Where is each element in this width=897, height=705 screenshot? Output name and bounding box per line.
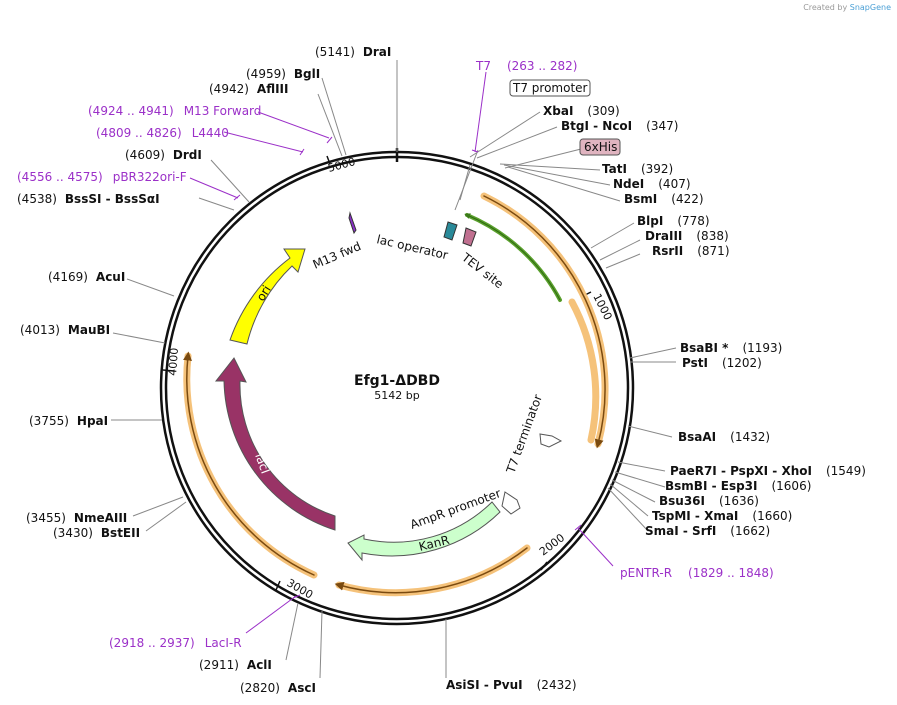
site-bsabi: BsaBI *(1193) <box>680 341 782 355</box>
site-drai: (5141)DraI <box>315 45 391 59</box>
primer-laci-r: (2918 .. 2937)LacI-R <box>109 636 242 650</box>
t7-terminator-feature[interactable] <box>539 433 563 448</box>
site-bsaai: BsaAI(1432) <box>678 430 770 444</box>
site-asci: (2820)AscI <box>240 681 316 695</box>
site-xbai: XbaI(309) <box>543 104 620 118</box>
site-blpi: BlpI(778) <box>637 214 710 228</box>
primer-m13-forward: (4924 .. 4941)M13 Forward <box>88 104 261 118</box>
site-tspmi: TspMI - XmaI(1660) <box>652 509 792 523</box>
primer-l4440: (4809 .. 4826)L4440 <box>96 126 229 140</box>
laci-feature[interactable] <box>214 357 336 531</box>
site-aflii: (4942)AflIII <box>209 82 288 96</box>
his-tag-label: 6xHis <box>584 140 617 154</box>
site-ndei: NdeI(407) <box>613 177 691 191</box>
his-tag-box <box>579 138 621 156</box>
site-bgli: (4959)BglI <box>246 67 320 81</box>
site-acli: (2911)AclI <box>199 658 272 672</box>
m13-fwd-label: M13 fwd <box>311 239 363 272</box>
tick-5000: 5000 <box>326 155 356 175</box>
tev-site-feature[interactable] <box>462 227 477 247</box>
plasmid-length: 5142 bp <box>374 389 419 402</box>
site-leaders <box>111 60 677 679</box>
site-acui: (4169)AcuI <box>48 270 125 284</box>
site-drdi: (4609)DrdI <box>125 148 202 162</box>
site-hpai: (3755)HpaI <box>29 414 108 428</box>
tick-2000: 2000 <box>537 531 567 558</box>
primer-t7: T7(263 .. 282) <box>475 59 577 73</box>
site-tati: TatI(392) <box>602 162 673 176</box>
snapgene-credit: Created by SnapGene <box>803 3 891 12</box>
site-maubi: (4013)MauBI <box>20 323 110 337</box>
site-psti: PstI(1202) <box>682 356 762 370</box>
primer-leaders <box>189 71 614 634</box>
ampr-promoter-feature[interactable] <box>501 491 521 515</box>
laci-label: lacI <box>252 451 272 475</box>
tick-4000: 4000 <box>166 347 181 376</box>
site-rsrii: RsrII(871) <box>652 244 730 258</box>
site-bsmi: BsmI(422) <box>624 192 704 206</box>
kanr-feature[interactable] <box>347 501 501 562</box>
site-bsmbi: BsmBI - Esp3I(1606) <box>665 479 811 493</box>
lac-operator-feature[interactable] <box>443 221 458 241</box>
site-nmeaiii: (3455)NmeAIII <box>26 511 127 525</box>
site-paer7i: PaeR7I - PspXI - XhoI(1549) <box>670 464 866 478</box>
site-draiii: DraIII(838) <box>645 229 729 243</box>
site-asisi: AsiSI - PvuI(2432) <box>446 678 577 692</box>
orf-arcs <box>183 192 609 597</box>
t7-promoter-box <box>509 79 591 97</box>
tev-site-label: TEV site <box>458 250 506 292</box>
credit-prefix: Created by <box>803 3 848 12</box>
kanr-label: KanR <box>417 533 450 554</box>
site-btgi: BtgI - NcoI(347) <box>561 119 678 133</box>
primer-pbr322ori-f: (4556 .. 4575)pBR322ori-F <box>17 170 187 184</box>
site-bsteii: (3430)BstEII <box>53 526 140 540</box>
ori-feature[interactable] <box>229 248 306 345</box>
site-bsu36i: Bsu36I(1636) <box>659 494 759 508</box>
site-bsssi: (4538)BssSI - BssSαI <box>17 192 160 206</box>
plasmid-name: Efg1-ΔDBD <box>354 373 440 389</box>
m13-fwd-feature[interactable] <box>348 211 357 235</box>
site-smai: SmaI - SrfI(1662) <box>645 524 770 538</box>
t7-terminator-label: T7 terminator <box>503 393 545 476</box>
t7-promoter-label: T7 promoter <box>512 81 588 95</box>
credit-brand: SnapGene <box>849 3 891 12</box>
lac-operator-label: lac operator <box>375 232 449 262</box>
primer-pentr-r: pENTR-R(1829 .. 1848) <box>620 566 774 580</box>
